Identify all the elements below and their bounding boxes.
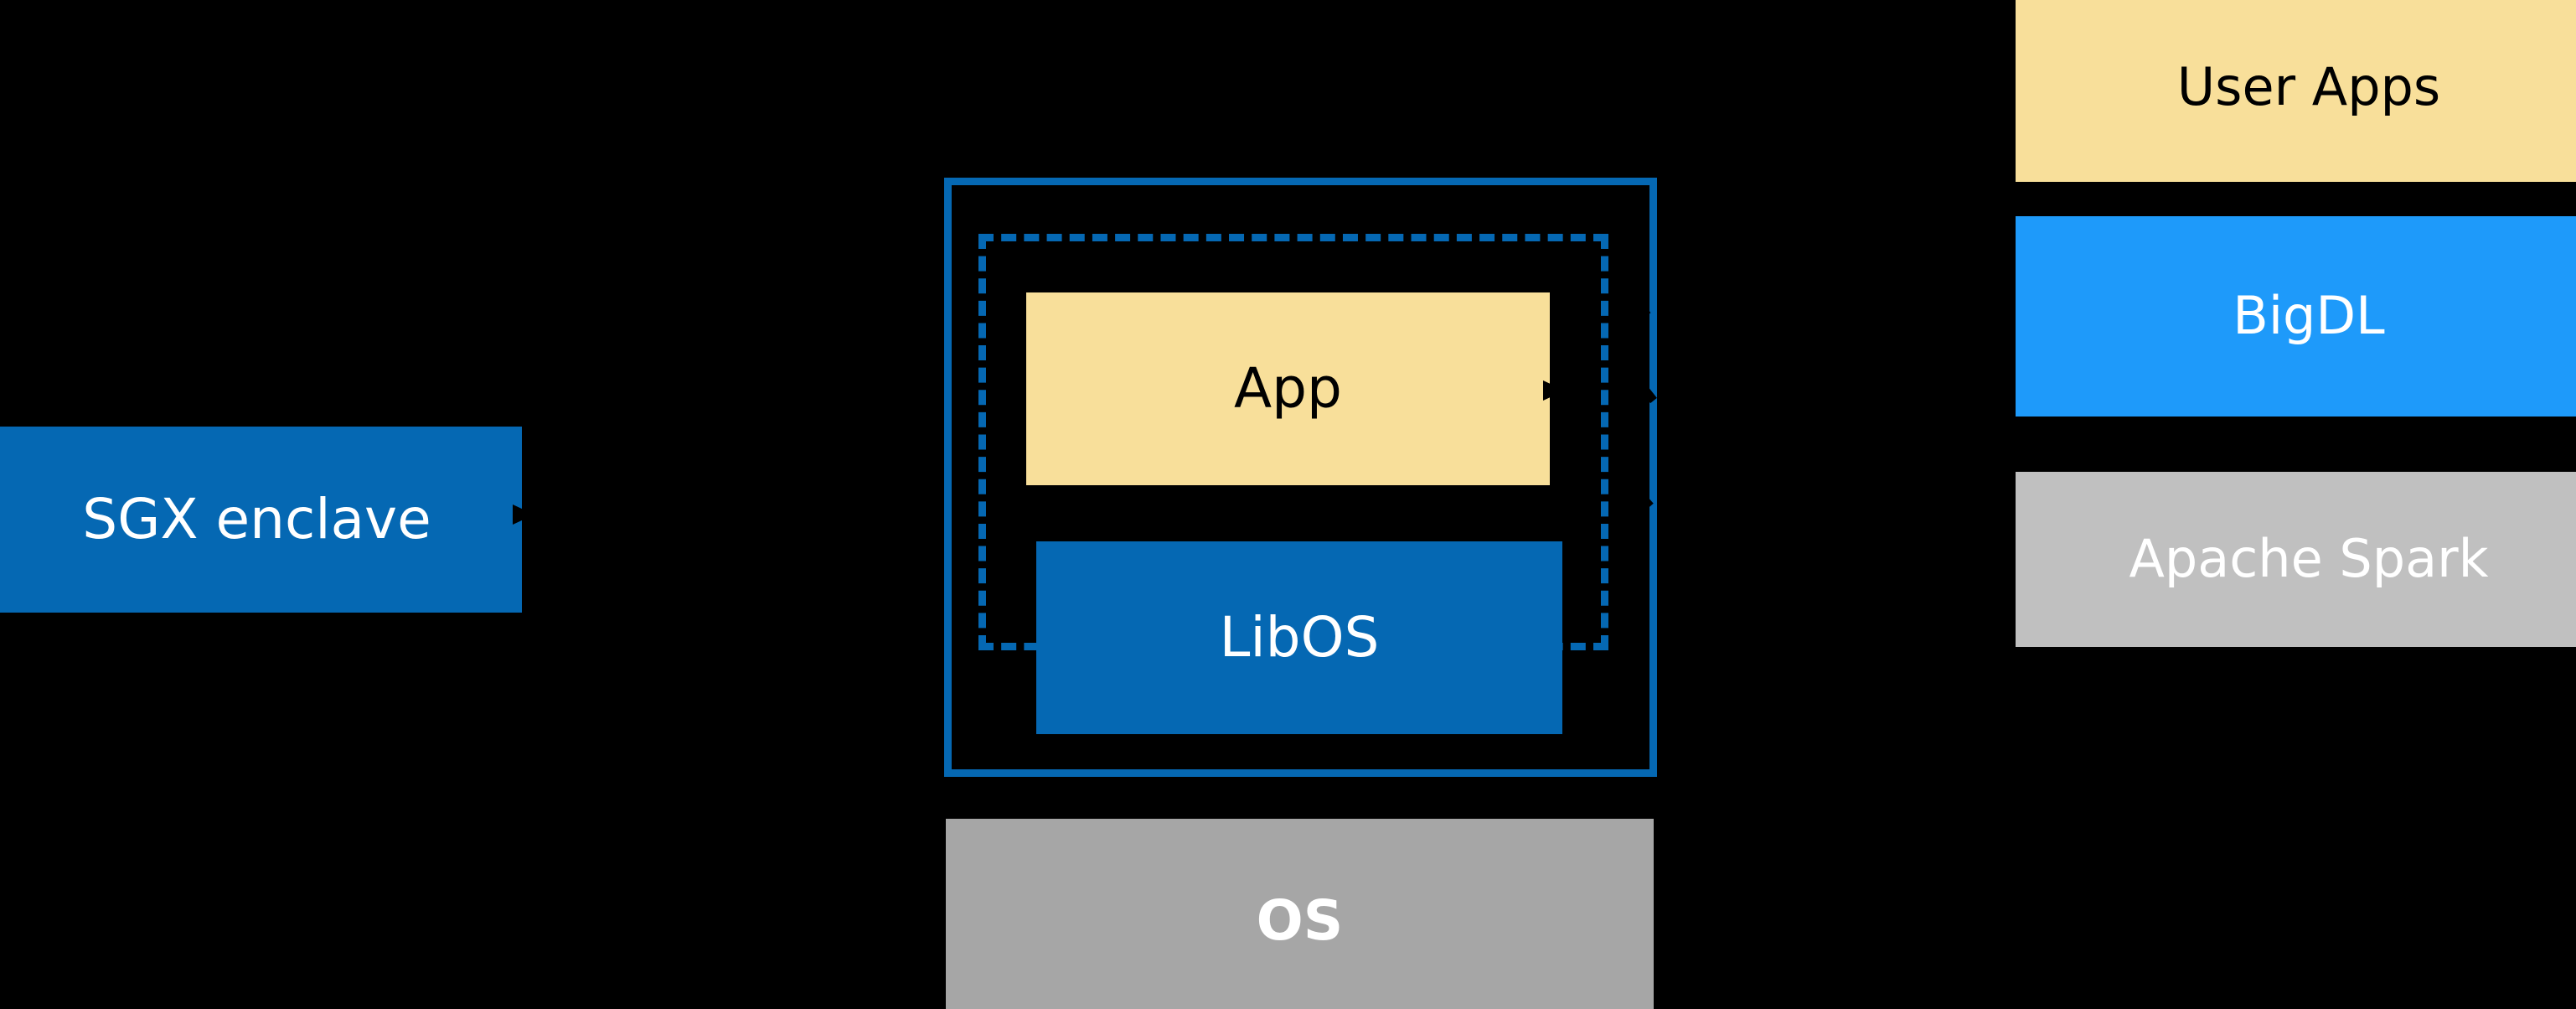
libos-box[interactable]: LibOS	[1036, 541, 1562, 734]
app-arrow-icon	[1543, 380, 1565, 401]
apache-spark-box[interactable]: Apache Spark	[2016, 472, 2576, 647]
user-apps-box[interactable]: User Apps	[2016, 0, 2576, 182]
app-label: App	[1234, 355, 1342, 421]
enclave-leader-line-icon	[1625, 277, 1657, 510]
libos-label: LibOS	[1219, 604, 1380, 670]
sgx-enclave-label: SGX enclave	[82, 486, 431, 551]
sgx-enclave-box[interactable]: SGX enclave	[0, 427, 522, 613]
bigdl-label: BigDL	[2233, 285, 2385, 347]
os-box[interactable]: OS	[946, 819, 1654, 1009]
apache-spark-label: Apache Spark	[2129, 528, 2489, 590]
os-label: OS	[1256, 888, 1344, 954]
app-box[interactable]: App	[1026, 292, 1550, 485]
bigdl-box[interactable]: BigDL	[2016, 216, 2576, 417]
enclave-outer-border	[944, 178, 1657, 777]
sgx-enclave-arrow-icon	[513, 504, 534, 525]
user-apps-label: User Apps	[2176, 56, 2441, 118]
